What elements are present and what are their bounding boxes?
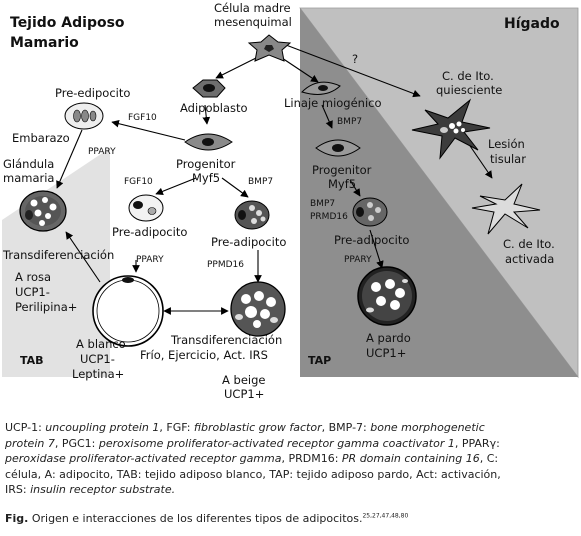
brown-adipocyte-icon	[357, 266, 417, 326]
brown-adipocyte-label-1: A pardo	[366, 331, 411, 345]
lesion-label-1: Lesión	[488, 137, 525, 151]
brown-adipocyte-label-2: UCP1+	[366, 346, 406, 360]
myogenic-label: Linaje miogénico	[284, 96, 382, 110]
progenitor-right-icon	[315, 139, 361, 157]
stem-cell-label-2: mesenquimal	[214, 15, 292, 29]
transdif-left-label: Transdiferenciación	[2, 248, 114, 262]
progenitor-left-label-2: Myf5	[192, 171, 220, 185]
fgf10-mid: FGF10	[124, 177, 153, 187]
brown-preadipocyte-icon	[352, 197, 388, 227]
quiescent-ito-cell-icon	[411, 98, 491, 160]
transdif-bottom-label-1: Transdiferenciación	[170, 333, 282, 347]
ppary-left: PPARY	[88, 147, 116, 157]
progenitor-right-label-2: Myf5	[328, 177, 356, 191]
legend-line-5: IRS: insulin receptor substrate.	[5, 483, 176, 496]
embarazo-label: Embarazo	[12, 131, 70, 145]
adipoblast-icon	[192, 79, 226, 98]
left-title-line2: Mamario	[10, 35, 79, 51]
tap-label: TAP	[308, 354, 331, 367]
mesenchymal-stem-cell-icon	[247, 34, 292, 62]
pink-adipocyte-label-3: Perilipina+	[15, 300, 77, 314]
pink-adipocyte-label-1: A rosa	[15, 270, 51, 284]
transdif-bottom-label-2: Frío, Ejercicio, Act. IRS	[140, 348, 268, 362]
abbreviation-legend: UCP-1: uncoupling protein 1, FGF: fibrob…	[5, 420, 575, 498]
beige-preadipocyte-label: Pre-adipocito	[211, 235, 286, 249]
white-preadipocyte-label: Pre-adipocito	[112, 225, 187, 239]
bmp7-mid: BMP7	[248, 177, 273, 187]
bmp7-right: BMP7	[310, 199, 335, 209]
white-preadipocyte-icon	[128, 194, 164, 222]
adipocyte-origin-diagram: Tejido Adiposo Mamario Hígado TAB TAP Cé…	[2, 1, 579, 400]
arrows	[56, 44, 493, 315]
beige-adipocyte-label-2: UCP1+	[224, 387, 264, 400]
adipoblast-label: Adipoblasto	[180, 101, 248, 115]
ppmd16-label: PPMD16	[207, 260, 244, 270]
white-adipocyte-label-2: UCP1-	[80, 352, 115, 366]
pink-adipocyte-icon	[19, 190, 67, 232]
legend-line-1: UCP-1: uncoupling protein 1, FGF: fibrob…	[5, 421, 485, 434]
legend-line-2: protein 7, PGC1: peroxisome proliferator…	[5, 436, 500, 450]
beige-adipocyte-icon	[230, 281, 286, 337]
tab-label: TAB	[20, 354, 44, 367]
pre-edipocyte-icon	[64, 102, 104, 130]
caption-label: Fig.	[5, 512, 29, 525]
white-adipocyte-label-1: A blanco	[76, 337, 126, 351]
white-adipocyte-icon	[92, 275, 164, 347]
ito-quiescent-label-2: quiesciente	[436, 83, 502, 97]
progenitor-left-label-1: Progenitor	[176, 157, 236, 171]
caption-refs: 25,27,47,48,80	[362, 512, 409, 520]
bmp7-right-top: BMP7	[337, 117, 362, 127]
liver-title: Hígado	[504, 16, 560, 32]
brown-preadipocyte-label: Pre-adipocito	[334, 233, 409, 247]
ppary-mid: PPARY	[136, 255, 164, 265]
ito-activated-label-2: activada	[505, 252, 554, 266]
prmd16-right: PRMD16	[310, 212, 348, 222]
ppary-right: PPARY	[344, 255, 372, 265]
glandula-label-2: mamaria	[3, 171, 54, 185]
white-adipocyte-label-3: Leptina+	[72, 367, 124, 381]
ito-activated-label-1: C. de Ito.	[503, 237, 555, 251]
lesion-label-2: tisular	[490, 152, 526, 166]
legend-line-4: célula, A: adipocito, TAB: tejido adipos…	[5, 467, 501, 481]
myogenic-cell-icon	[301, 81, 341, 95]
beige-adipocyte-label-1: A beige	[222, 373, 265, 387]
fgf10-top: FGF10	[128, 113, 157, 123]
figure-caption: Fig. Origen e interacciones de los difer…	[5, 512, 575, 525]
left-title-line1: Tejido Adiposo	[10, 15, 125, 31]
caption-text: Origen e interacciones de los diferentes…	[28, 512, 363, 525]
activated-ito-cell-icon	[471, 183, 541, 235]
ito-quiescent-label-1: C. de Ito.	[442, 69, 494, 83]
beige-preadipocyte-icon	[234, 200, 270, 230]
unknown-origin-mark: ?	[352, 52, 358, 66]
pink-adipocyte-label-2: UCP1-	[15, 285, 50, 299]
progenitor-left-icon	[184, 133, 233, 151]
progenitor-right-label-1: Progenitor	[312, 163, 372, 177]
legend-line-3: peroxidase proliferator-activated recept…	[5, 452, 499, 465]
pre-edipocyte-label: Pre-edipocito	[55, 86, 130, 100]
stem-cell-label-1: Célula madre	[214, 1, 291, 15]
glandula-label-1: Glándula	[3, 157, 54, 171]
